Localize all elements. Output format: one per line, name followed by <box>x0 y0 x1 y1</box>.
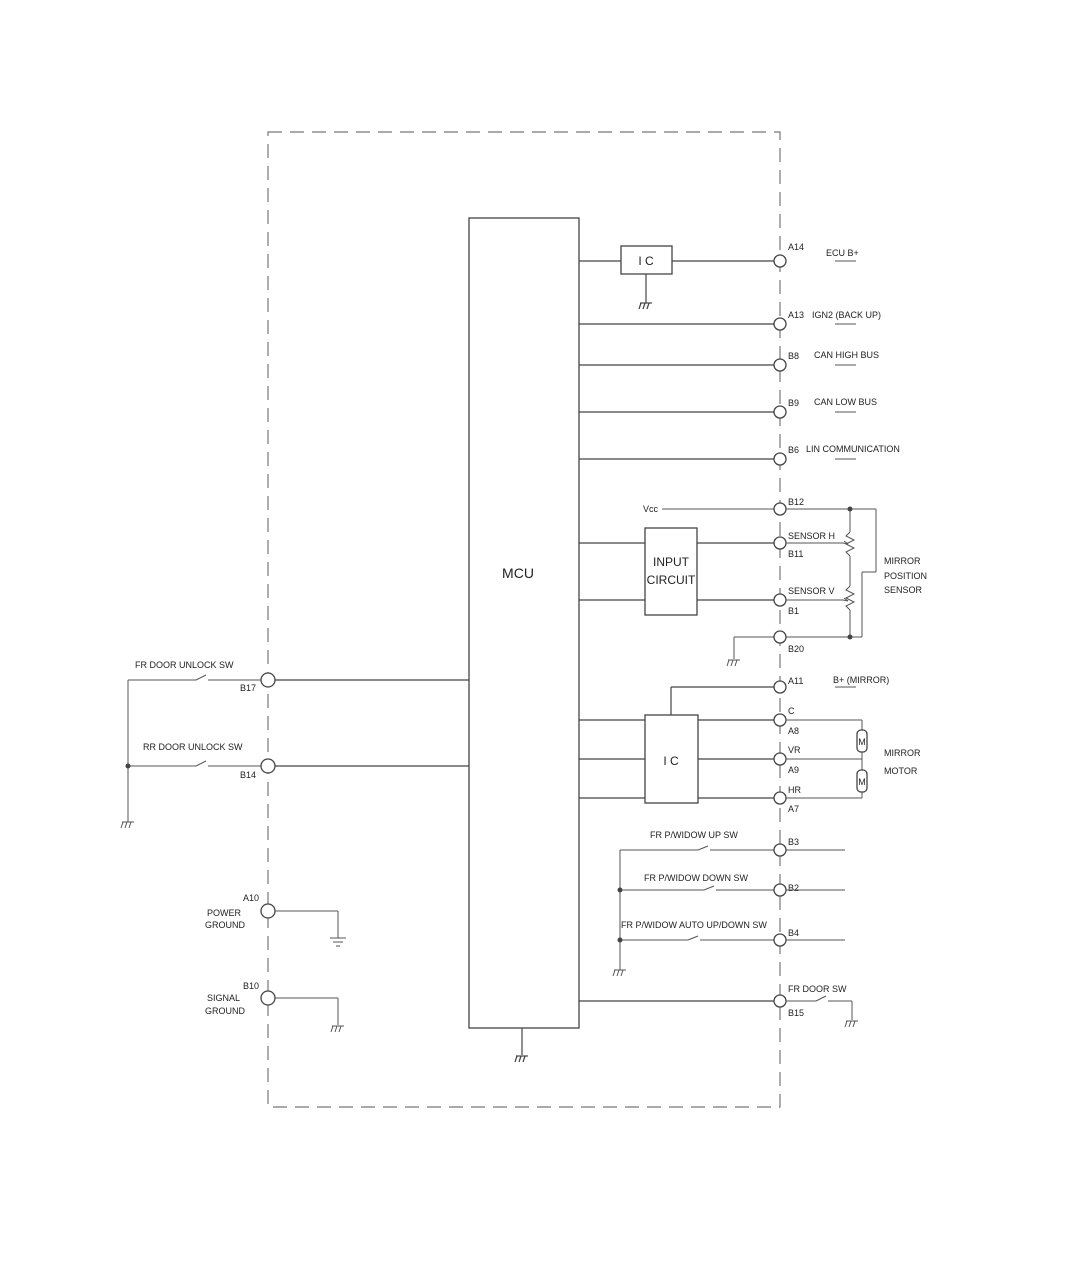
pin-b3: FR P/WIDOW UP SW B3 <box>650 830 845 857</box>
svg-text:CAN LOW BUS: CAN LOW BUS <box>814 397 877 407</box>
svg-text:B10: B10 <box>243 981 259 991</box>
pin-b9: B9 CAN LOW BUS <box>773 397 877 419</box>
svg-text:FR DOOR SW: FR DOOR SW <box>788 984 847 994</box>
svg-text:M: M <box>858 737 866 747</box>
pin-b4: FR P/WIDOW AUTO UP/DOWN SW B4 <box>621 920 845 947</box>
svg-text:B3: B3 <box>788 837 799 847</box>
svg-text:A13: A13 <box>788 310 804 320</box>
svg-text:FR P/WIDOW UP SW: FR P/WIDOW UP SW <box>650 830 738 840</box>
pin-b10: B10 SIGNAL GROUND <box>205 981 276 1016</box>
svg-text:B6: B6 <box>788 445 799 455</box>
svg-text:RR DOOR UNLOCK SW: RR DOOR UNLOCK SW <box>143 742 243 752</box>
input-circuit-block <box>644 527 698 616</box>
svg-text:IGN2 (BACK UP): IGN2 (BACK UP) <box>812 310 881 320</box>
svg-text:A8: A8 <box>788 726 799 736</box>
svg-text:B15: B15 <box>788 1008 804 1018</box>
svg-text:B2: B2 <box>788 883 799 893</box>
svg-text:M: M <box>858 777 866 787</box>
svg-text:VR: VR <box>788 745 801 755</box>
mcu-block <box>468 217 580 1029</box>
mirror-position-sensor-label-1: MIRROR <box>884 556 921 566</box>
pin-b2: FR P/WIDOW DOWN SW B2 <box>644 873 845 897</box>
svg-text:A10: A10 <box>243 893 259 903</box>
pin-b20: B20 <box>773 630 804 654</box>
svg-text:SENSOR H: SENSOR H <box>788 531 835 541</box>
mcu-label: MCU <box>502 565 534 581</box>
mirror-motor <box>786 719 863 799</box>
pin-a10: A10 POWER GROUND <box>205 893 276 930</box>
svg-text:GROUND: GROUND <box>205 920 245 930</box>
pin-a7: HR A7 <box>773 785 801 814</box>
input-circuit-label-2: CIRCUIT <box>647 573 696 587</box>
pin-b17: B17 FR DOOR UNLOCK SW <box>135 660 276 693</box>
fr-door-sw <box>786 995 858 1028</box>
motor-icon-upper: M <box>856 729 868 753</box>
ic-bottom-block <box>644 714 699 804</box>
pin-a8: C A8 <box>773 706 799 736</box>
svg-text:B1: B1 <box>788 606 799 616</box>
mirror-position-sensor-label-3: SENSOR <box>884 585 923 595</box>
svg-text:B9: B9 <box>788 398 799 408</box>
mirror-position-sensor-label-2: POSITION <box>884 571 927 581</box>
signal-ground-icon <box>275 997 344 1033</box>
svg-text:B20: B20 <box>788 644 804 654</box>
svg-text:B11: B11 <box>788 549 803 559</box>
pin-b15: FR DOOR SW B15 <box>773 984 847 1018</box>
svg-text:HR: HR <box>788 785 801 795</box>
pin-a9: VR A9 <box>773 745 801 775</box>
svg-text:B14: B14 <box>240 770 256 780</box>
vcc-label: Vcc <box>643 504 659 514</box>
pin-a11: A11 B+ (MIRROR) <box>773 675 889 694</box>
pin-b1: SENSOR V B1 <box>773 586 835 616</box>
b20-ground-icon <box>726 659 740 667</box>
pin-b11: SENSOR H B11 <box>773 531 835 559</box>
svg-text:A7: A7 <box>788 804 799 814</box>
mcu-ground-icon <box>514 1055 528 1063</box>
unlock-switches <box>120 674 261 829</box>
pin-b8: B8 CAN HIGH BUS <box>773 350 879 372</box>
pin-b6: B6 LIN COMMUNICATION <box>773 444 900 466</box>
svg-text:FR DOOR UNLOCK SW: FR DOOR UNLOCK SW <box>135 660 234 670</box>
svg-text:A14: A14 <box>788 242 804 252</box>
pin-a13: A13 IGN2 (BACK UP) <box>773 310 881 331</box>
svg-text:B12: B12 <box>788 497 804 507</box>
ic-top-ground-icon <box>638 302 652 310</box>
svg-text:POWER: POWER <box>207 908 242 918</box>
power-window-switches <box>612 845 774 977</box>
svg-text:B+ (MIRROR): B+ (MIRROR) <box>833 675 889 685</box>
svg-text:B4: B4 <box>788 928 799 938</box>
svg-text:FR P/WIDOW DOWN SW: FR P/WIDOW DOWN SW <box>644 873 748 883</box>
power-ground-icon <box>275 910 346 947</box>
pin-a14: A14 ECU B+ <box>773 242 859 268</box>
svg-text:CAN HIGH BUS: CAN HIGH BUS <box>814 350 879 360</box>
svg-text:SENSOR V: SENSOR V <box>788 586 835 596</box>
motor-icon-lower: M <box>856 769 868 793</box>
svg-text:ECU B+: ECU B+ <box>826 248 859 258</box>
svg-text:SIGNAL: SIGNAL <box>207 993 240 1003</box>
mirror-motor-label-1: MIRROR <box>884 748 921 758</box>
mirror-position-sensor <box>786 508 877 638</box>
svg-text:GROUND: GROUND <box>205 1006 245 1016</box>
pin-b12: B12 <box>773 497 804 516</box>
svg-text:A11: A11 <box>788 676 803 686</box>
svg-text:B17: B17 <box>240 683 256 693</box>
svg-text:B8: B8 <box>788 351 799 361</box>
svg-text:LIN COMMUNICATION: LIN COMMUNICATION <box>806 444 900 454</box>
svg-text:A9: A9 <box>788 765 799 775</box>
pin-b14: B14 RR DOOR UNLOCK SW <box>143 742 276 780</box>
ecu-boundary <box>267 131 781 1108</box>
ic-top-label: I C <box>638 254 654 268</box>
mirror-motor-label-2: MOTOR <box>884 766 918 776</box>
input-circuit-label-1: INPUT <box>653 555 690 569</box>
ic-bottom-label: I C <box>663 754 679 768</box>
svg-text:FR P/WIDOW AUTO UP/DOWN SW: FR P/WIDOW AUTO UP/DOWN SW <box>621 920 767 930</box>
svg-text:C: C <box>788 706 795 716</box>
